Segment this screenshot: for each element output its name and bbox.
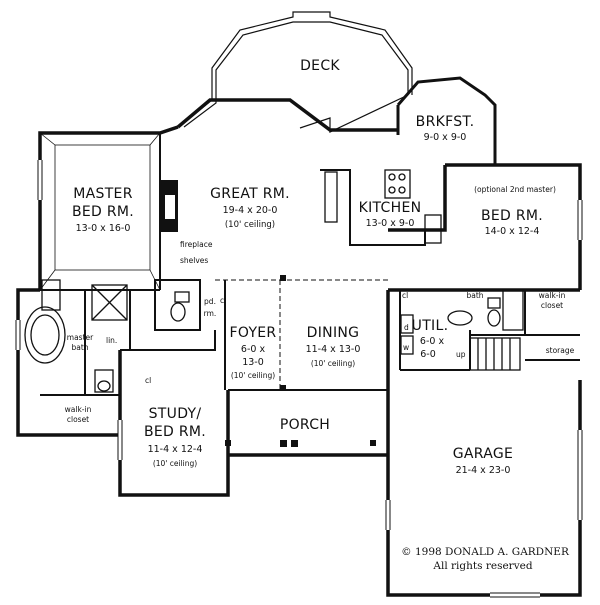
- dining-size: 11-4 x 13-0: [306, 344, 361, 355]
- great-rm-ceiling: (10' ceiling): [225, 220, 275, 230]
- bath-label: bath: [466, 291, 483, 300]
- rm-label: rm.: [204, 309, 217, 318]
- copyright-line-2: All rights reserved: [432, 560, 532, 572]
- shelves-label: shelves: [180, 256, 208, 265]
- kitchen-label: KITCHEN: [359, 200, 422, 216]
- tray-ceiling: [39, 132, 161, 291]
- study-label-2: BED RM.: [144, 424, 206, 440]
- util-size-1: 6-0 x: [420, 336, 445, 347]
- study-ceiling: (10' ceiling): [153, 459, 197, 468]
- storage-label: storage: [546, 346, 575, 355]
- study-closet-label: cl: [145, 376, 151, 385]
- copyright-line-1: © 1998 DONALD A. GARDNER: [401, 546, 570, 558]
- garage-size: 21-4 x 23-0: [456, 465, 511, 476]
- great-rm-size: 19-4 x 20-0: [223, 205, 278, 216]
- deck-label: DECK: [300, 58, 340, 74]
- master-bed-size: 13-0 x 16-0: [76, 223, 131, 234]
- foyer-label: FOYER: [230, 325, 277, 341]
- windows: [15, 160, 583, 598]
- stair-up-label: up: [456, 350, 466, 359]
- bath-fixtures: [24, 279, 524, 393]
- master-bath-label-2: bath: [71, 343, 88, 352]
- porch-label: PORCH: [280, 417, 330, 433]
- foyer-ceiling: (10' ceiling): [231, 371, 275, 380]
- dining-label: DINING: [307, 325, 360, 341]
- foyer-closet-label: cl: [220, 296, 226, 305]
- deck: [177, 11, 413, 133]
- bed-rm-size: 14-0 x 12-4: [485, 226, 540, 237]
- bed-rm-note: (optional 2nd master): [474, 185, 556, 194]
- study-label-1: STUDY/: [149, 406, 202, 422]
- master-bed-label-1: MASTER: [73, 186, 132, 202]
- brkfst-size: 9-0 x 9-0: [424, 132, 467, 143]
- bed-walkin-label-1: walk-in: [539, 291, 566, 300]
- dryer-label: d: [404, 323, 409, 332]
- garage-label: GARAGE: [453, 446, 513, 462]
- dining-ceiling: (10' ceiling): [311, 359, 355, 368]
- fireplace-label: fireplace: [180, 240, 213, 249]
- walkin-closet-label-2: closet: [67, 415, 89, 424]
- fireplace: [160, 180, 178, 232]
- linen-label: lin.: [106, 336, 117, 345]
- master-bath-label-1: master: [67, 333, 94, 342]
- brkfst-label: BRKFST.: [416, 114, 475, 130]
- util-closet-label: cl: [402, 291, 408, 300]
- interior-walls: [40, 133, 580, 435]
- foyer-size-1: 6-0 x: [241, 344, 266, 355]
- foyer-size-2: 13-0: [242, 357, 264, 368]
- great-rm-label: GREAT RM.: [210, 186, 290, 202]
- bed-walkin-label-2: closet: [541, 301, 563, 310]
- washer-label: w: [403, 343, 409, 352]
- porch-columns: [225, 275, 376, 447]
- walkin-closet-label-1: walk-in: [65, 405, 92, 414]
- master-bed-label-2: BED RM.: [72, 204, 134, 220]
- kitchen-size: 13-0 x 9-0: [366, 218, 415, 229]
- kitchen-fixtures: [324, 169, 442, 244]
- study-size: 11-4 x 12-4: [148, 444, 203, 455]
- util-label: UTIL.: [412, 318, 449, 334]
- exterior-walls: [16, 98, 582, 597]
- bed-rm-label: BED RM.: [481, 208, 543, 224]
- util-size-2: 6-0: [420, 349, 436, 360]
- pd-label: pd.: [204, 297, 216, 306]
